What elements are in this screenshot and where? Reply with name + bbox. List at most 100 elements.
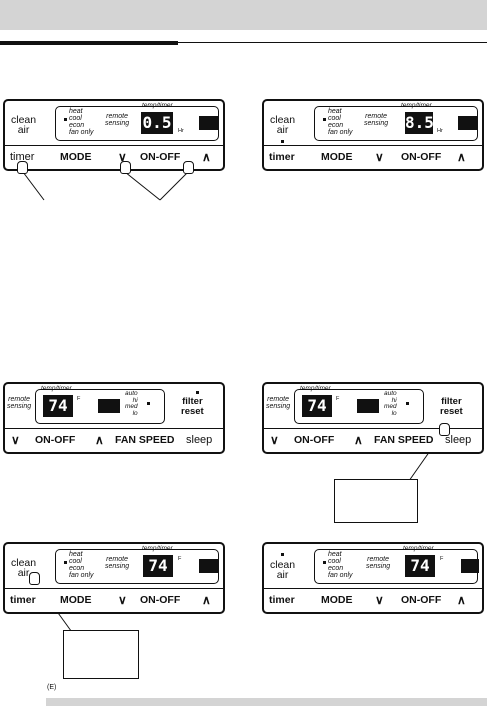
unit-label: Hr [437, 128, 443, 134]
indicator-window [357, 399, 379, 413]
mode-indicator-dot [64, 561, 67, 564]
callout-box [63, 630, 139, 679]
finger-press-icon [183, 161, 194, 174]
footer-bar [46, 698, 487, 706]
unit-label: Hr [178, 128, 184, 134]
panel-divider [264, 145, 482, 146]
mode-button[interactable]: MODE [60, 594, 92, 606]
finger-press-icon [439, 423, 450, 436]
panel-divider [264, 428, 482, 429]
display-frame [294, 389, 424, 424]
panel-divider [264, 588, 482, 589]
digital-display: 74 [143, 555, 173, 577]
up-arrow-button[interactable] [457, 593, 466, 607]
section-rule-thick [0, 41, 178, 45]
mode-button[interactable]: MODE [60, 151, 92, 163]
indicator-window [199, 116, 219, 130]
display-frame [35, 389, 165, 424]
on-off-button[interactable]: ON-OFF [140, 594, 181, 606]
up-arrow-button[interactable] [95, 433, 104, 447]
on-off-button[interactable]: ON-OFF [140, 151, 181, 163]
panel-divider [5, 428, 223, 429]
digital-display: 8.5 [405, 112, 434, 134]
finger-press-icon [29, 572, 40, 585]
unit-label: F [178, 556, 182, 562]
down-arrow-button[interactable] [11, 433, 20, 447]
clean-air-indicator-dot [281, 553, 284, 556]
filter-indicator-dot [196, 391, 199, 394]
fan-speed-button[interactable]: FAN SPEED [374, 434, 434, 446]
fan-speed-button[interactable]: FAN SPEED [115, 434, 175, 446]
unit-label: F [440, 556, 444, 562]
mode-indicator-dot [323, 561, 326, 564]
sleep-button[interactable]: sleep [445, 434, 472, 446]
panel-divider [5, 588, 223, 589]
header-bar [0, 0, 487, 30]
indicator-window [199, 559, 219, 573]
finger-press-icon [17, 161, 28, 174]
temp-timer-caption: temp/timer [401, 102, 432, 109]
timer-button[interactable]: timer [10, 594, 36, 606]
temp-timer-caption: temp/timer [403, 545, 434, 552]
sleep-button[interactable]: sleep [186, 434, 213, 446]
on-off-button[interactable]: ON-OFF [294, 434, 335, 446]
mode-indicator-dot [64, 118, 67, 121]
footnote-mark: (E) [47, 684, 57, 691]
digital-display: 74 [302, 395, 332, 417]
panel-divider [5, 145, 223, 146]
indicator-window [458, 116, 478, 130]
down-arrow-button[interactable] [270, 433, 279, 447]
temp-timer-caption: temp/timer [142, 545, 173, 552]
finger-press-icon [120, 161, 131, 174]
temp-timer-caption: temp/timer [41, 385, 72, 392]
up-arrow-button[interactable] [354, 433, 363, 447]
callout-box [334, 479, 418, 523]
fan-indicator-dot [147, 402, 150, 405]
digital-display: 0.5 [141, 112, 173, 134]
temp-timer-caption: temp/timer [300, 385, 331, 392]
mode-indicator-dot [323, 118, 326, 121]
fan-indicator-dot [406, 402, 409, 405]
temp-timer-caption: temp/timer [142, 102, 173, 109]
on-off-button[interactable]: ON-OFF [35, 434, 76, 446]
unit-label: F [77, 396, 81, 402]
timer-button[interactable]: timer [10, 151, 35, 163]
digital-display: 74 [43, 395, 73, 417]
down-arrow-button[interactable] [375, 593, 384, 607]
indicator-window [461, 559, 479, 573]
timer-button[interactable]: timer [269, 594, 295, 606]
on-off-button[interactable]: ON-OFF [401, 151, 442, 163]
up-arrow-button[interactable] [202, 593, 211, 607]
mode-button[interactable]: MODE [321, 594, 353, 606]
down-arrow-button[interactable] [118, 593, 127, 607]
unit-label: F [336, 396, 340, 402]
digital-display: 74 [405, 555, 435, 577]
section-rule-thin [178, 42, 487, 43]
clean-air-indicator-dot [281, 140, 284, 143]
indicator-window [98, 399, 120, 413]
mode-button[interactable]: MODE [321, 151, 353, 163]
on-off-button[interactable]: ON-OFF [401, 594, 442, 606]
timer-button[interactable]: timer [269, 151, 295, 163]
